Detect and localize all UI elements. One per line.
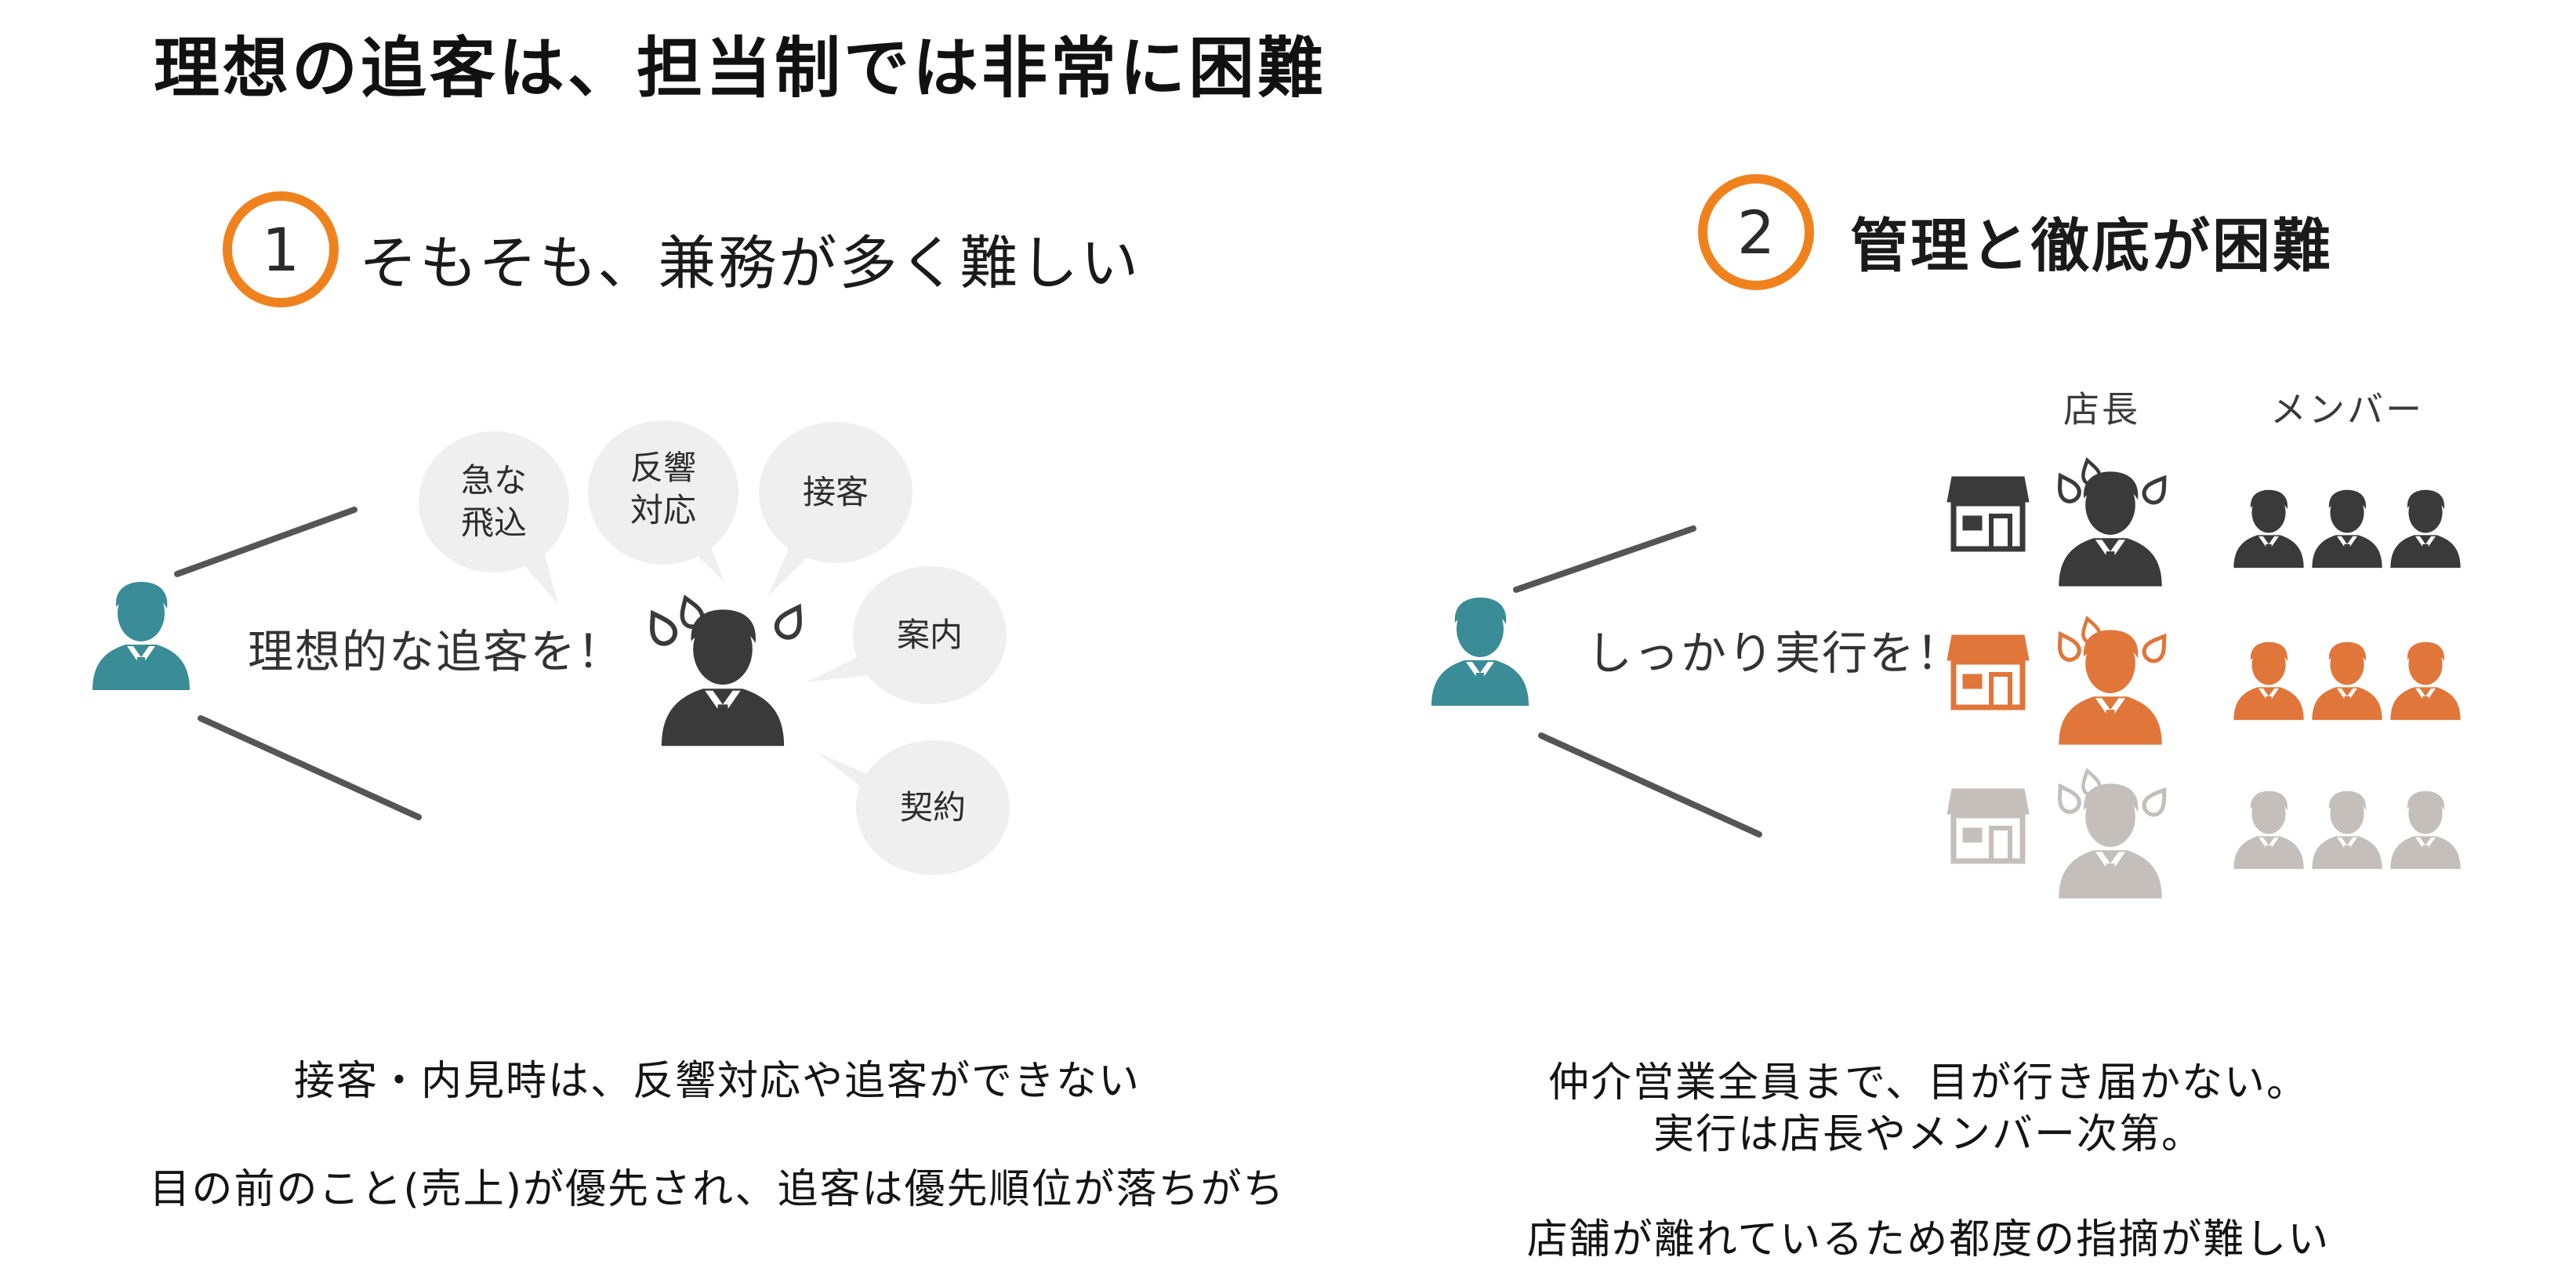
left-line-text: 理想的な追客を！ [248, 625, 625, 678]
column-label-manager: 店長 [2063, 388, 2140, 431]
bubble-text-kyuna-tobikomi: 急な 飛込 [419, 439, 569, 565]
section-heading-1: そもそも、兼務が多く難しい [359, 230, 1141, 297]
left-connector-lines [174, 507, 422, 820]
bubble-keiyaku [815, 740, 1010, 875]
bubble-sekkyaku [759, 422, 912, 596]
member-icon [2390, 641, 2461, 721]
bubble-line: 急な [460, 461, 527, 500]
section-heading-2: 管理と徹底が困難 [1850, 213, 2333, 280]
left-line-lower [198, 715, 422, 820]
bubble-line: 契約 [899, 788, 966, 827]
left-caption-2: 目の前のこと(売上)が優先され、追客は優先順位が落ちがち [149, 1166, 1286, 1213]
member-icon [2390, 489, 2461, 569]
bubble-text-sekkyaku: 接客 [759, 430, 912, 555]
member-icon [2312, 489, 2382, 569]
stressed-person-icon-left [661, 609, 785, 747]
bubble-line: 対応 [629, 491, 696, 529]
member-icon [2312, 790, 2382, 870]
member-icon [2233, 641, 2304, 721]
client-person-icon-right [1431, 598, 1529, 706]
right-caption-3: 店舗が離れているため都度の指摘が難しい [1526, 1216, 2331, 1263]
section-number-badge-1: 1 [223, 191, 339, 307]
speech-bubbles [419, 420, 1010, 875]
section-number: 1 [261, 214, 300, 285]
client-person-icon-left [93, 582, 190, 690]
bubble-line: 接客 [802, 473, 869, 511]
left-caption-1: 接客・内見時は、反響対応や追客ができない [293, 1058, 1141, 1105]
bubble-annai [806, 566, 1007, 704]
column-label-members: メンバー [2270, 388, 2424, 431]
member-icon [2312, 641, 2382, 721]
store-icon [1947, 789, 2029, 861]
store-row-3 [1947, 768, 2461, 899]
bubble-hankyo-taio [588, 420, 738, 582]
section-number: 2 [1736, 197, 1776, 267]
right-connector-lines [1513, 525, 1762, 838]
right-line-lower [1538, 732, 1762, 838]
store-row-1 [1947, 458, 2461, 587]
member-icon [2233, 790, 2304, 870]
store-icon [1947, 477, 2029, 549]
bubble-line: 反響 [629, 449, 696, 487]
bubble-line: 案内 [896, 616, 963, 654]
right-line-upper [1513, 525, 1696, 593]
bubble-text-annai: 案内 [853, 572, 1007, 698]
right-caption-1: 仲介営業全員まで、目が行き届かない。 [1548, 1059, 2309, 1106]
right-line-text: しっかり実行を！ [1587, 627, 1964, 680]
bubble-text-keiyaku: 契約 [856, 745, 1010, 870]
bubble-line: 飛込 [460, 503, 527, 542]
member-icon [2233, 489, 2304, 569]
bubble-kyuna-tobikomi [419, 431, 569, 604]
page-title: 理想の追客は、担当制では非常に困難 [154, 30, 1327, 107]
store-row-2 [1947, 616, 2461, 745]
right-caption-2: 実行は店長やメンバー次第。 [1653, 1111, 2204, 1158]
bubble-text-hankyo-taio: 反響 対応 [588, 427, 738, 552]
left-line-upper [174, 507, 357, 577]
member-icon [2390, 790, 2461, 870]
section-number-badge-2: 2 [1698, 174, 1814, 290]
